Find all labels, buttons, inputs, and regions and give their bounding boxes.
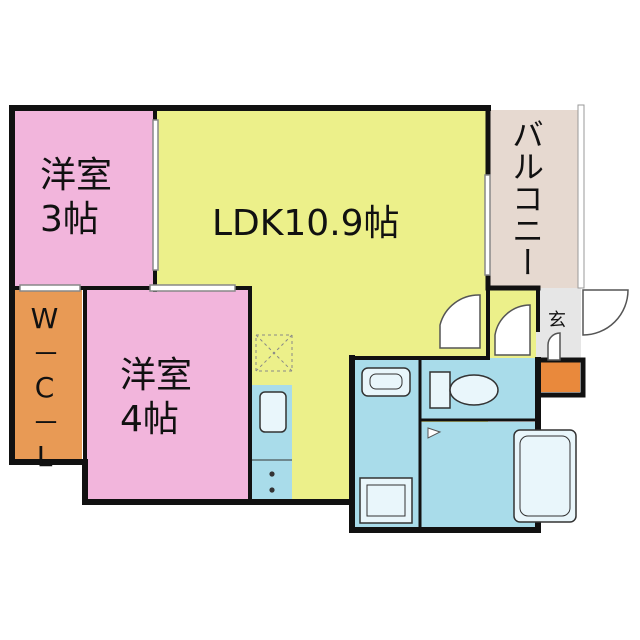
door-swings — [439, 289, 629, 361]
room-label-balcony: バルコニー — [507, 118, 545, 278]
storage-box — [538, 362, 580, 392]
stove-burner — [269, 487, 275, 493]
kitchen-sink — [259, 391, 287, 433]
bath-door-marker — [427, 427, 442, 439]
room-name-western-4jo: 洋室 — [120, 355, 193, 396]
room-label-entrance: 玄 — [548, 310, 566, 331]
stove-burner — [269, 471, 275, 477]
room-western-4jo — [85, 290, 248, 502]
room-size-western-4jo: 4帖 — [120, 399, 179, 440]
room-name-western-3jo: 洋室 — [40, 155, 113, 196]
toilet-bowl — [449, 374, 499, 406]
room-western-3jo — [12, 110, 155, 288]
fridge-space — [255, 334, 293, 372]
washing-machine-drum — [366, 484, 406, 517]
bathtub-inner — [519, 435, 571, 517]
toilet-tank — [429, 371, 451, 409]
room-label-wic: W－C－L — [28, 302, 61, 477]
washbasin — [361, 367, 411, 397]
room-label-ldk: LDK10.9帖 — [212, 203, 400, 244]
windows — [19, 119, 491, 292]
bathtub — [513, 429, 577, 523]
room-balcony — [488, 110, 578, 288]
room-wic — [12, 290, 82, 460]
washbasin-bowl — [369, 373, 403, 390]
balcony-railing — [577, 104, 585, 289]
room-size-western-3jo: 3帖 — [40, 199, 99, 240]
